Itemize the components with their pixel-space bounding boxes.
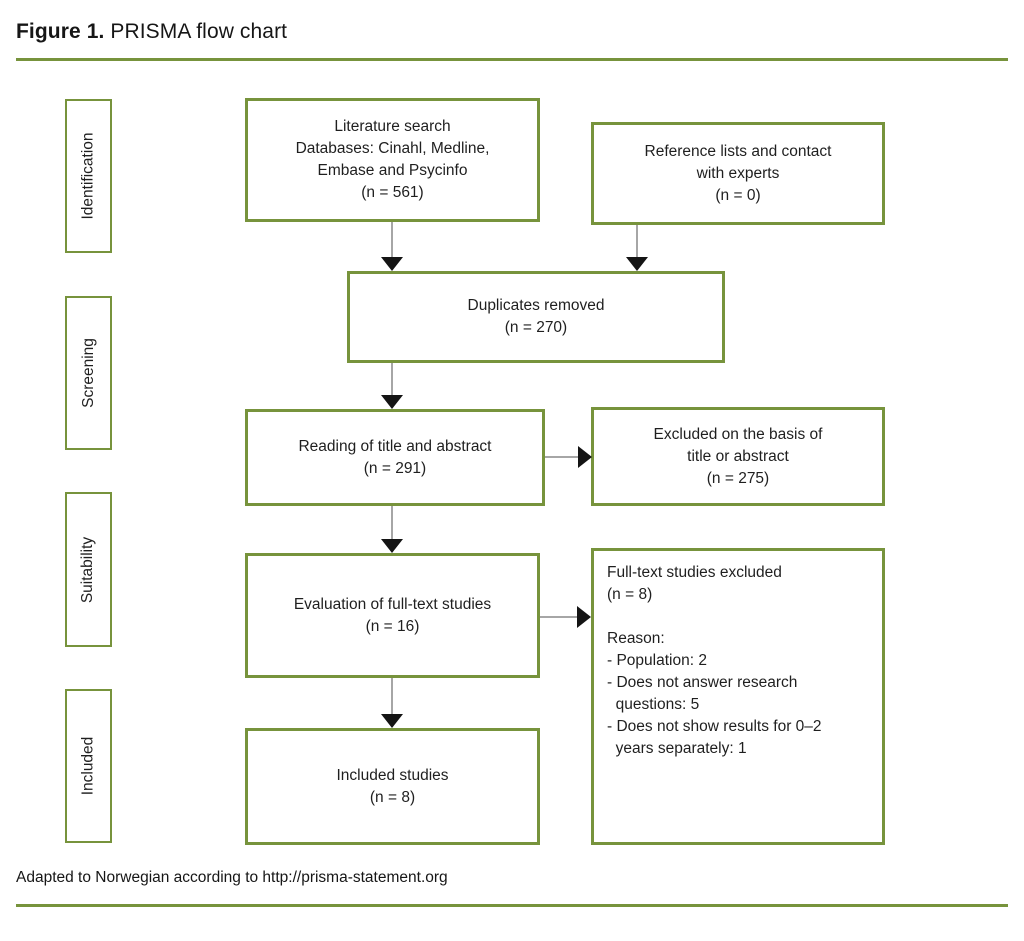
stage-label: Screening <box>79 338 97 408</box>
stage-box-suitability: Suitability <box>65 492 112 647</box>
stage-label: Suitability <box>79 536 97 603</box>
node-reading-title-abstract: Reading of title and abstract (n = 291) <box>245 409 545 506</box>
stage-box-identification: Identification <box>65 99 112 253</box>
stage-label: Identification <box>79 132 97 220</box>
node-included-studies: Included studies (n = 8) <box>245 728 540 845</box>
node-text: Reference lists and contact with experts… <box>644 142 832 204</box>
stage-box-screening: Screening <box>65 296 112 450</box>
node-text: Evaluation of full-text studies (n = 16) <box>293 595 492 635</box>
stage-box-included: Included <box>65 689 112 843</box>
node-text: Reading of title and abstract (n = 291) <box>298 437 492 477</box>
adaptation-note: Adapted to Norwegian according to http:/… <box>16 869 448 886</box>
node-reference-lists: Reference lists and contact with experts… <box>591 122 885 225</box>
node-text: Included studies (n = 8) <box>336 766 449 806</box>
arrow-line-evaluation-to-included <box>391 678 393 714</box>
node-text: Literature search Databases: Cinahl, Med… <box>295 118 490 201</box>
arrow-head-reading-to-excluded <box>578 446 592 468</box>
node-fulltext-excluded: Full-text studies excluded (n = 8) Reaso… <box>591 548 885 845</box>
top-divider <box>16 58 1008 61</box>
node-duplicates-removed: Duplicates removed (n = 270) <box>347 271 725 363</box>
figure-title: Figure 1. PRISMA flow chart <box>16 20 287 44</box>
arrow-head-duplicates-to-reading <box>381 395 403 409</box>
arrow-head-literature-to-duplicates <box>381 257 403 271</box>
arrow-head-evaluation-to-fulltext-excluded <box>577 606 591 628</box>
arrow-line-reference-to-duplicates <box>636 225 638 258</box>
arrow-line-duplicates-to-reading <box>391 363 393 395</box>
node-excluded-title-abstract: Excluded on the basis of title or abstra… <box>591 407 885 506</box>
node-text: Full-text studies excluded (n = 8) Reaso… <box>607 564 822 757</box>
arrow-line-literature-to-duplicates <box>391 222 393 258</box>
arrow-head-reading-to-evaluation <box>381 539 403 553</box>
figure-title-prefix: Figure 1. <box>16 20 105 43</box>
node-text: Excluded on the basis of title or abstra… <box>653 425 823 487</box>
node-text: Duplicates removed (n = 270) <box>467 297 605 336</box>
node-evaluation-fulltext: Evaluation of full-text studies (n = 16) <box>245 553 540 678</box>
arrow-line-evaluation-to-fulltext-excluded <box>540 616 577 618</box>
arrow-head-reference-to-duplicates <box>626 257 648 271</box>
bottom-divider <box>16 904 1008 907</box>
arrow-line-reading-to-evaluation <box>391 506 393 539</box>
arrow-head-evaluation-to-included <box>381 714 403 728</box>
stage-label: Included <box>79 736 97 796</box>
node-literature-search: Literature search Databases: Cinahl, Med… <box>245 98 540 222</box>
figure-title-text: PRISMA flow chart <box>104 20 288 43</box>
arrow-line-reading-to-excluded <box>545 456 578 458</box>
